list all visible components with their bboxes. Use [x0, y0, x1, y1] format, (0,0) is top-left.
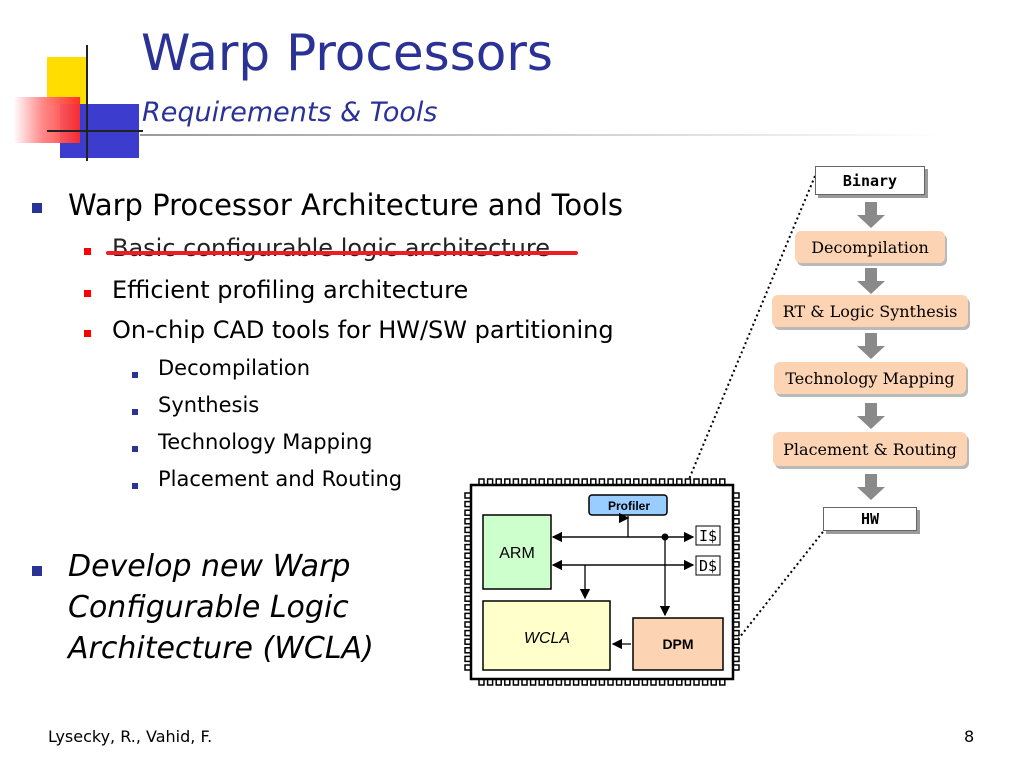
hw-box: HW: [823, 507, 917, 531]
bullet-marker: [32, 203, 42, 213]
flow-arrow: [857, 474, 885, 500]
icache-block: [695, 525, 721, 546]
arm-label: ARM: [499, 545, 535, 562]
flow-arrow: [857, 333, 885, 359]
wcla-block: [482, 600, 611, 671]
profiler-block: [588, 494, 668, 516]
title-underline: [140, 134, 940, 136]
flow-step-tech-mapping: Technology Mapping: [774, 362, 966, 394]
zoom-line-bottom: [727, 527, 827, 653]
strikethrough-line: [106, 251, 578, 255]
logo-horizontal-line: [47, 130, 143, 132]
flow-step-synthesis: RT & Logic Synthesis: [772, 295, 968, 327]
logo-vertical-line: [86, 45, 88, 161]
sub-sub-bullet-text: Synthesis: [158, 393, 260, 417]
bullet-text: Warp Processor Architecture and Tools: [68, 188, 624, 222]
bullet-marker: [32, 566, 42, 576]
sub-bullet-marker: [84, 248, 91, 255]
dpm-block: [632, 617, 724, 671]
develop-line-3: Architecture (WCLA): [68, 631, 374, 666]
dpm-label: DPM: [662, 636, 693, 652]
flow-arrow: [857, 268, 885, 294]
sub-sub-bullet-marker: [132, 483, 138, 489]
develop-line-2: Configurable Logic: [68, 590, 349, 625]
dcache-label: D$: [699, 557, 717, 575]
flow-arrow: [857, 403, 885, 429]
sub-sub-bullet-marker: [132, 372, 138, 378]
arm-block: [482, 514, 552, 590]
flow-step-place-route: Placement & Routing: [773, 432, 967, 466]
sub-bullet-text: Efficient profiling architecture: [112, 276, 469, 304]
dcache-block: [695, 555, 721, 576]
flow-step-decompilation: Decompilation: [795, 231, 945, 263]
sub-sub-bullet-marker: [132, 446, 138, 452]
develop-line-1: Develop new Warp: [68, 549, 351, 584]
icache-label: I$: [699, 527, 717, 545]
sub-sub-bullet-marker: [132, 409, 138, 415]
slide-title: Warp Processors: [141, 24, 553, 82]
flow-arrow: [857, 202, 885, 228]
binary-box: Binary: [815, 166, 925, 195]
slide-subtitle: Requirements & Tools: [142, 97, 438, 128]
sub-bullet-text: Basic configurable logic architecture: [112, 234, 550, 262]
sub-bullet-marker: [84, 330, 91, 337]
logo-red-square: [13, 97, 80, 143]
flow-arrows: [857, 202, 885, 500]
wcla-label: WCLA: [524, 630, 570, 647]
sub-sub-bullet-text: Technology Mapping: [158, 430, 373, 454]
sub-sub-bullet-text: Decompilation: [158, 356, 311, 380]
bus-junction: [661, 533, 669, 541]
sub-bullet-text: On-chip CAD tools for HW/SW partitioning: [112, 316, 614, 344]
sub-sub-bullet-text: Placement and Routing: [158, 467, 403, 491]
page-number: 8: [964, 727, 975, 746]
footer-authors: Lysecky, R., Vahid, F.: [48, 727, 213, 746]
sub-bullet-marker: [84, 290, 91, 297]
profiler-label: Profiler: [608, 499, 650, 513]
